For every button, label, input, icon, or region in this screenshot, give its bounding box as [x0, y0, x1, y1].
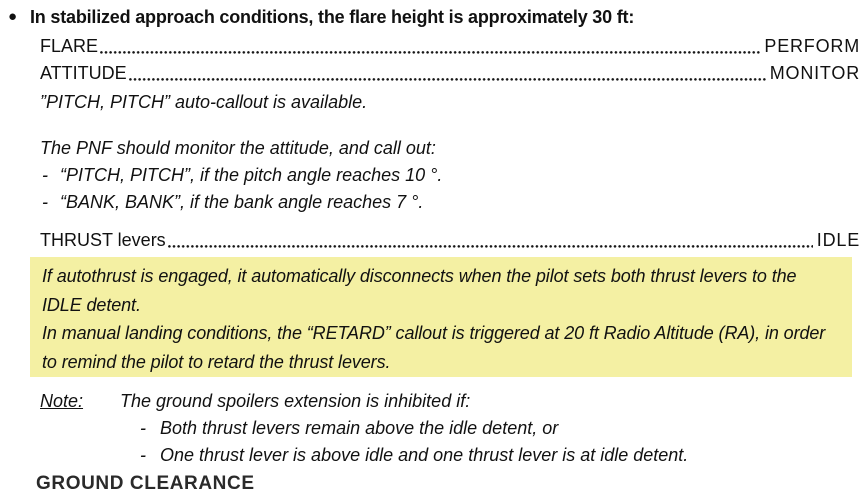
section-header-text: In stabilized approach conditions, the f… — [30, 7, 635, 27]
dash-marker: - — [42, 165, 48, 185]
leader-dots — [128, 78, 766, 81]
pnf-callout-item: - “BANK, BANK”, if the bank angle reache… — [42, 191, 423, 214]
bullet-icon: ● — [8, 8, 18, 25]
leader-dots — [167, 245, 813, 248]
note-label: Note: — [40, 391, 84, 411]
next-section-heading: GROUND CLEARANCE — [36, 473, 255, 494]
note-item-text: Both thrust levers remain above the idle… — [160, 418, 559, 438]
note-block: Note: The ground spoilers extension is i… — [40, 390, 470, 413]
procedure-action: PERFORM — [764, 36, 860, 56]
note-list-item: - One thrust lever is above idle and one… — [140, 444, 688, 467]
dash-marker: - — [140, 418, 146, 438]
section-header: ● In stabilized approach conditions, the… — [8, 6, 860, 28]
advisory-paragraph: If autothrust is engaged, it automatical… — [42, 266, 797, 315]
procedure-label: ATTITUDE — [40, 63, 127, 83]
auto-callout-note: ”PITCH, PITCH” auto-callout is available… — [40, 92, 368, 112]
procedure-action: MONITOR — [769, 63, 860, 83]
procedure-action: IDLE — [816, 230, 860, 250]
pnf-advisory-intro: The PNF should monitor the attitude, and… — [40, 138, 436, 158]
dash-marker: - — [42, 192, 48, 212]
pnf-callout-text: “BANK, BANK”, if the bank angle reaches … — [60, 192, 424, 212]
leader-dots — [100, 51, 761, 54]
procedure-label: FLARE — [40, 36, 99, 56]
procedure-line-thrust: THRUST levers IDLE — [40, 229, 860, 251]
note-item-text: One thrust lever is above idle and one t… — [160, 445, 689, 465]
procedure-line-flare: FLARE PERFORM — [40, 35, 860, 57]
pnf-callout-text: “PITCH, PITCH”, if the pitch angle reach… — [60, 165, 443, 185]
highlighted-advisory-box: If autothrust is engaged, it automatical… — [30, 257, 852, 377]
dash-marker: - — [140, 445, 146, 465]
procedure-line-attitude: ATTITUDE MONITOR — [40, 62, 860, 84]
note-list-item: - Both thrust levers remain above the id… — [140, 417, 558, 440]
pnf-callout-item: - “PITCH, PITCH”, if the pitch angle rea… — [42, 164, 442, 187]
note-intro-text: The ground spoilers extension is inhibit… — [120, 391, 471, 411]
procedure-label: THRUST levers — [40, 230, 166, 250]
advisory-paragraph: In manual landing conditions, the “RETAR… — [42, 323, 826, 372]
